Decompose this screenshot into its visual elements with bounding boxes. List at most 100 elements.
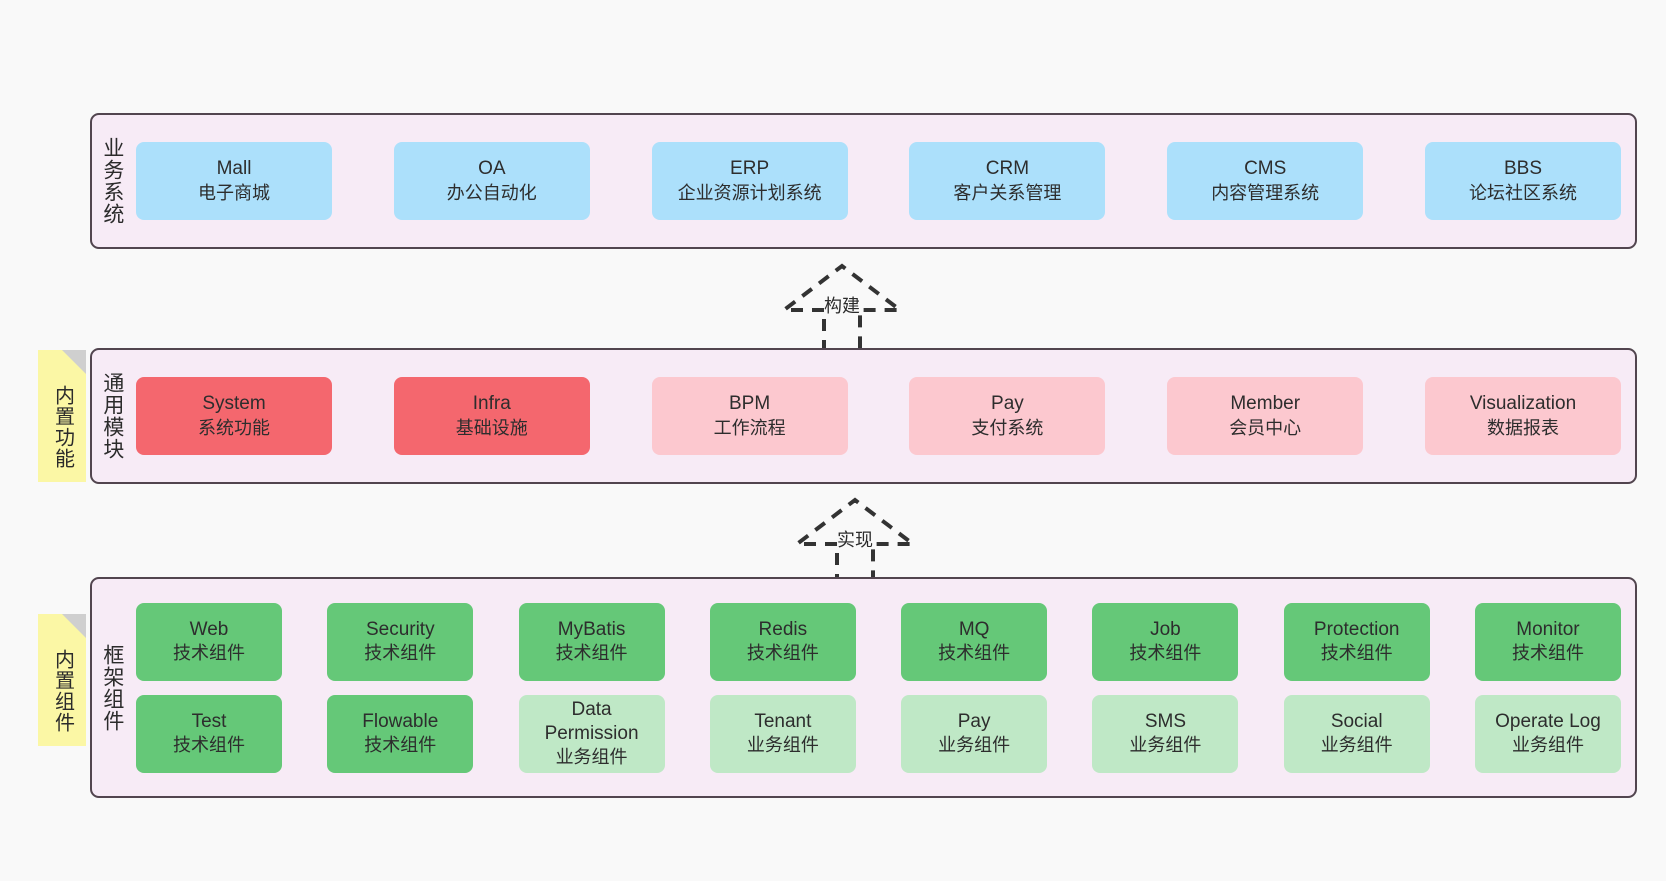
framework-card-test[interactable]: Test 技术组件: [136, 694, 282, 773]
framework-card-tenant[interactable]: Tenant 业务组件: [709, 694, 856, 773]
card-desc: 技术组件: [173, 643, 245, 664]
framework-row-technical: Web 技术组件 Security 技术组件 MyBatis 技术组件 Redi…: [136, 602, 1621, 681]
framework-row-business: Test 技术组件 Flowable 技术组件 Data Permission …: [136, 694, 1621, 773]
framework-card-mq[interactable]: MQ 技术组件: [901, 602, 1048, 681]
framework-card-pay[interactable]: Pay 业务组件: [901, 694, 1048, 773]
module-card-visualization[interactable]: Visualization 数据报表: [1424, 377, 1621, 455]
sticky-note-builtin-features: 内置功能: [38, 350, 86, 482]
card-desc: 客户关系管理: [953, 182, 1062, 203]
sticky-label: 内置功能: [51, 385, 74, 469]
card-desc: 技术组件: [364, 643, 437, 664]
business-card-erp[interactable]: ERP 企业资源计划系统: [651, 142, 848, 220]
connector-implement-arrow: 实现: [775, 492, 935, 586]
card-desc: 业务组件: [555, 747, 628, 768]
module-layer-title: 通用模块: [100, 372, 124, 460]
card-name: BBS: [1503, 158, 1542, 180]
card-name: MyBatis: [557, 618, 626, 640]
card-name: Infra: [472, 393, 511, 415]
card-desc: 企业资源计划系统: [677, 182, 822, 203]
module-card-infra[interactable]: Infra 基础设施: [393, 377, 590, 455]
card-name: Pay: [957, 710, 991, 732]
card-name: Data Permission: [544, 698, 639, 744]
framework-card-social[interactable]: Social 业务组件: [1283, 694, 1430, 773]
business-card-list: Mall 电子商城 OA 办公自动化 ERP 企业资源计划系统 CRM 客户关系…: [132, 115, 1635, 247]
card-desc: 基础设施: [455, 417, 528, 438]
framework-card-flowable[interactable]: Flowable 技术组件: [327, 694, 474, 773]
framework-card-operate-log[interactable]: Operate Log 业务组件: [1474, 694, 1621, 773]
card-desc: 业务组件: [1511, 735, 1584, 756]
card-name: Redis: [758, 618, 808, 640]
module-card-system[interactable]: System 系统功能: [136, 377, 332, 455]
business-card-oa[interactable]: OA 办公自动化: [393, 142, 590, 220]
framework-card-sms[interactable]: SMS 业务组件: [1092, 694, 1239, 773]
business-card-bbs[interactable]: BBS 论坛社区系统: [1424, 142, 1621, 220]
card-name: Member: [1230, 393, 1301, 415]
card-desc: 办公自动化: [446, 182, 537, 203]
card-name: Test: [191, 710, 227, 732]
card-desc: 论坛社区系统: [1468, 182, 1577, 203]
framework-card-monitor[interactable]: Monitor 技术组件: [1474, 602, 1621, 681]
card-desc: 技术组件: [1511, 643, 1584, 664]
dashed-arrow-up-icon: [791, 497, 919, 586]
connector-build-label: 构建: [824, 296, 860, 316]
business-card-mall[interactable]: Mall 电子商城: [136, 142, 332, 220]
card-name: Security: [365, 618, 435, 640]
sticky-note-builtin-components: 内置组件: [38, 614, 86, 746]
framework-card-redis[interactable]: Redis 技术组件: [709, 602, 856, 681]
card-name: Monitor: [1516, 618, 1580, 640]
card-name: Visualization: [1469, 393, 1577, 415]
module-card-bpm[interactable]: BPM 工作流程: [651, 377, 848, 455]
framework-card-data-permission[interactable]: Data Permission 业务组件: [518, 694, 665, 773]
card-desc: 业务组件: [1129, 735, 1202, 756]
card-desc: 业务组件: [746, 735, 819, 756]
framework-card-job[interactable]: Job 技术组件: [1092, 602, 1239, 681]
card-name: Mall: [216, 158, 252, 180]
module-card-member[interactable]: Member 会员中心: [1167, 377, 1364, 455]
business-card-crm[interactable]: CRM 客户关系管理: [909, 142, 1106, 220]
card-desc: 支付系统: [971, 417, 1044, 438]
card-desc: 内容管理系统: [1211, 182, 1320, 203]
connector-implement-label: 实现: [837, 530, 873, 550]
card-desc: 业务组件: [938, 735, 1011, 756]
card-desc: 数据报表: [1486, 417, 1559, 438]
common-module-layer: 通用模块 System 系统功能 Infra 基础设施 BPM 工作流程 Pay…: [90, 348, 1637, 484]
card-name: Pay: [991, 393, 1024, 415]
card-desc: 电子商城: [198, 182, 270, 203]
card-name: CRM: [985, 158, 1030, 180]
framework-layer-title: 框架组件: [100, 643, 124, 732]
business-system-layer: 业务系统 Mall 电子商城 OA 办公自动化 ERP 企业资源计划系统 CRM…: [90, 113, 1637, 249]
connector-build-arrow: 构建: [762, 258, 922, 352]
card-name: SMS: [1144, 710, 1186, 732]
card-desc: 技术组件: [364, 735, 437, 756]
card-name: MQ: [958, 618, 990, 640]
card-name: System: [202, 393, 266, 415]
module-card-pay[interactable]: Pay 支付系统: [909, 377, 1106, 455]
framework-card-protection[interactable]: Protection 技术组件: [1283, 602, 1430, 681]
framework-card-security[interactable]: Security 技术组件: [327, 602, 474, 681]
card-desc: 技术组件: [938, 643, 1011, 664]
card-name: Web: [189, 618, 229, 640]
card-desc: 工作流程: [713, 417, 786, 438]
sticky-label: 内置组件: [51, 649, 74, 733]
card-name: Operate Log: [1495, 710, 1601, 732]
dashed-arrow-up-icon: [778, 263, 906, 352]
card-name: OA: [478, 158, 506, 180]
card-desc: 系统功能: [198, 417, 270, 438]
card-desc: 业务组件: [1320, 735, 1393, 756]
framework-card-mybatis[interactable]: MyBatis 技术组件: [518, 602, 665, 681]
business-layer-title: 业务系统: [100, 137, 124, 225]
framework-card-grid: Web 技术组件 Security 技术组件 MyBatis 技术组件 Redi…: [132, 579, 1635, 796]
card-name: Social: [1330, 710, 1383, 732]
card-desc: 会员中心: [1229, 417, 1302, 438]
card-desc: 技术组件: [746, 643, 819, 664]
card-name: BPM: [729, 393, 771, 415]
framework-card-web[interactable]: Web 技术组件: [136, 602, 282, 681]
card-desc: 技术组件: [1129, 643, 1202, 664]
card-desc: 技术组件: [173, 735, 245, 756]
business-card-cms[interactable]: CMS 内容管理系统: [1167, 142, 1364, 220]
card-name: Job: [1150, 618, 1181, 640]
card-name: CMS: [1244, 158, 1287, 180]
card-desc: 技术组件: [1320, 643, 1393, 664]
module-card-list: System 系统功能 Infra 基础设施 BPM 工作流程 Pay 支付系统…: [132, 350, 1635, 482]
framework-component-layer: 框架组件 Web 技术组件 Security 技术组件 MyBatis 技术组件…: [90, 577, 1637, 798]
